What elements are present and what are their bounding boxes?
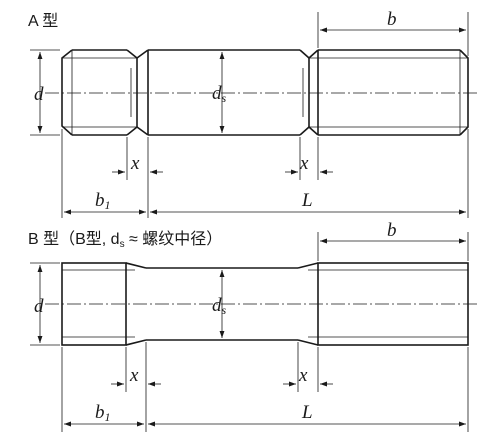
type-b-label-x-left: x [129,365,139,386]
type-a-label-L: L [301,190,313,211]
type-b-dim-b: b [317,220,469,261]
type-a-label-d: d [34,84,44,105]
type-a-view: A 型 [28,9,478,218]
type-a-dim-x-right: x [285,137,333,180]
type-b-label-L: L [301,402,313,423]
type-b-title: B 型（B型, ds ≈ 螺纹中径） [28,230,222,250]
type-a-shank [147,49,300,136]
type-b-dim-x-left: x [111,342,161,432]
type-a-dim-L: L [150,129,469,218]
type-b-label-b: b [387,220,397,241]
type-a-label-b: b [387,9,397,30]
type-b-label-d: d [34,296,44,317]
type-b-dim-x-right: x [283,342,333,392]
type-b-view: B 型（B型, ds ≈ 螺纹中径） d [28,220,478,432]
type-a-title: A 型 [28,12,58,30]
type-a-dim-ds: ds [212,52,227,133]
type-a-left-thread [61,49,149,136]
type-a-label-ds: ds [212,83,227,105]
type-b-label-b1: b1 [95,402,111,424]
type-a-label-x-left: x [130,153,140,174]
type-a-right-thread [299,49,469,136]
type-a-label-x-right: x [299,153,309,174]
type-a-dim-x-left: x [112,137,163,218]
type-b-label-ds: ds [212,295,227,317]
type-b-label-x-right: x [298,365,308,386]
type-b-dim-b1: b1 [61,347,144,432]
type-a-label-b1: b1 [95,190,111,212]
type-a-dim-b: b [317,9,469,56]
type-b-body [61,262,469,346]
type-b-dim-L: L [148,347,469,432]
type-a-dim-b1: b1 [61,129,146,218]
type-b-dim-ds: ds [212,270,227,338]
type-a-dim-d: d [30,49,60,136]
type-b-dim-d: d [30,262,60,346]
